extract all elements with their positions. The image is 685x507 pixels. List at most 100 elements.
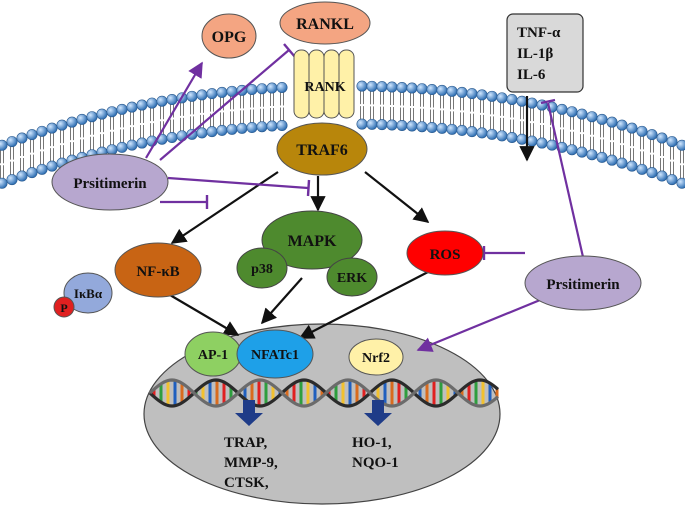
target-gene-ctsk: CTSK, [224, 475, 269, 491]
inhibit-bar-rankl [283, 43, 296, 58]
lipid-head [56, 119, 68, 131]
target-genes-right: HO-1, NQO-1 [352, 435, 399, 471]
mapk-shape [261, 210, 363, 270]
lipid-head [436, 84, 448, 96]
lipid-head [626, 122, 638, 134]
lipid-head [46, 160, 58, 172]
lipid-head [666, 174, 678, 186]
lipid-head [206, 88, 218, 100]
lipid-head [496, 92, 508, 104]
lipid-head [136, 99, 148, 111]
prsitimerin-effects [145, 43, 585, 352]
node-nfatc1: NFATc1 [236, 329, 314, 379]
arrow-mapk-nfatc1 [260, 277, 303, 325]
lipid-head [106, 144, 118, 156]
cytokine-box-rect [506, 13, 584, 93]
rankl-shape [279, 1, 371, 45]
lipid-head [366, 118, 378, 130]
lipid-head [86, 111, 98, 123]
lipid-head [66, 116, 78, 128]
lipid-head [166, 93, 178, 105]
lipid-head [266, 82, 278, 94]
lipid-head [676, 139, 685, 151]
node-prsitimerin-right: Prsitimerin [524, 255, 642, 311]
lipid-head [506, 93, 518, 105]
rank-label: RANK [304, 80, 345, 95]
lipid-head [436, 122, 448, 134]
lipid-head [576, 108, 588, 120]
nfatc1-shape [236, 329, 314, 379]
lipid-head [6, 136, 18, 148]
ros-shape [406, 230, 484, 276]
dna-strand [148, 378, 500, 408]
lipid-head [146, 97, 158, 109]
target-gene-mmp9: MMP-9, [224, 455, 278, 471]
node-nrf2: Nrf2 [348, 338, 404, 376]
lipid-head [76, 113, 88, 125]
inhibit-prsitimerin-cytokines [546, 102, 585, 258]
lipid-head [496, 130, 508, 142]
opg-label: OPG [212, 29, 247, 46]
lipid-head [456, 124, 468, 136]
lipid-head [446, 85, 458, 97]
lipid-head [0, 177, 8, 189]
lipid-head [206, 126, 218, 138]
prsitimerin-left-label: Prsitimerin [73, 176, 147, 192]
lipid-head [186, 90, 198, 102]
rank-segment [338, 49, 355, 119]
target-gene-nqo1: NQO-1 [352, 455, 399, 471]
traf6-shape [276, 122, 368, 176]
lipid-head [246, 121, 258, 133]
lipid-head [126, 101, 138, 113]
inhibit-prsitimerin-mapk [167, 176, 309, 190]
lipid-head [586, 111, 598, 123]
lipid-head [256, 83, 268, 95]
lipid-head [276, 119, 288, 131]
node-mapk: MAPK p38 ERK [236, 210, 378, 297]
lipid-head [266, 120, 278, 132]
cell-membrane [0, 80, 685, 189]
lipid-head [606, 154, 618, 166]
lipid-head [196, 89, 208, 101]
cytokine-il1b: IL-1β [517, 46, 553, 62]
lipid-head [596, 113, 608, 125]
lipid-head [376, 119, 388, 131]
node-prsitimerin-left: Prsitimerin [51, 153, 169, 211]
lipid-head [646, 129, 658, 141]
lipid-head [216, 86, 228, 98]
traf6-label: TRAF6 [296, 142, 348, 159]
lipid-head [96, 108, 108, 120]
lipid-head [466, 126, 478, 138]
lipid-head [626, 160, 638, 172]
lipid-head [416, 121, 428, 133]
node-ap1: AP-1 [184, 331, 242, 377]
lipid-head [36, 125, 48, 137]
lipid-head [486, 128, 498, 140]
node-traf6: TRAF6 [276, 122, 368, 176]
lipid-head [26, 129, 38, 141]
lipid-head [456, 86, 468, 98]
opg-shape [201, 13, 257, 59]
cytokine-box: TNF-α IL-1β IL-6 [506, 13, 584, 93]
lipid-head [406, 120, 418, 132]
lipid-head [196, 127, 208, 139]
lipid-head [366, 80, 378, 92]
erk-shape [326, 257, 378, 297]
nfatc1-label: NFATc1 [251, 348, 299, 363]
lipid-head [116, 103, 128, 115]
lipid-head [606, 116, 618, 128]
lipid-head [236, 122, 248, 134]
prsitimerin-right-label: Prsitimerin [546, 277, 620, 293]
lipid-head [396, 119, 408, 131]
prsitimerin-right-shape [524, 255, 642, 311]
lipid-head [376, 81, 388, 93]
lipid-head [536, 137, 548, 149]
lipid-head [416, 83, 428, 95]
lipid-head [136, 137, 148, 149]
erk-label: ERK [337, 271, 367, 286]
down-arrow-icon [364, 400, 392, 426]
ikba-label: IκBα [74, 286, 103, 301]
lipid-head [226, 123, 238, 135]
